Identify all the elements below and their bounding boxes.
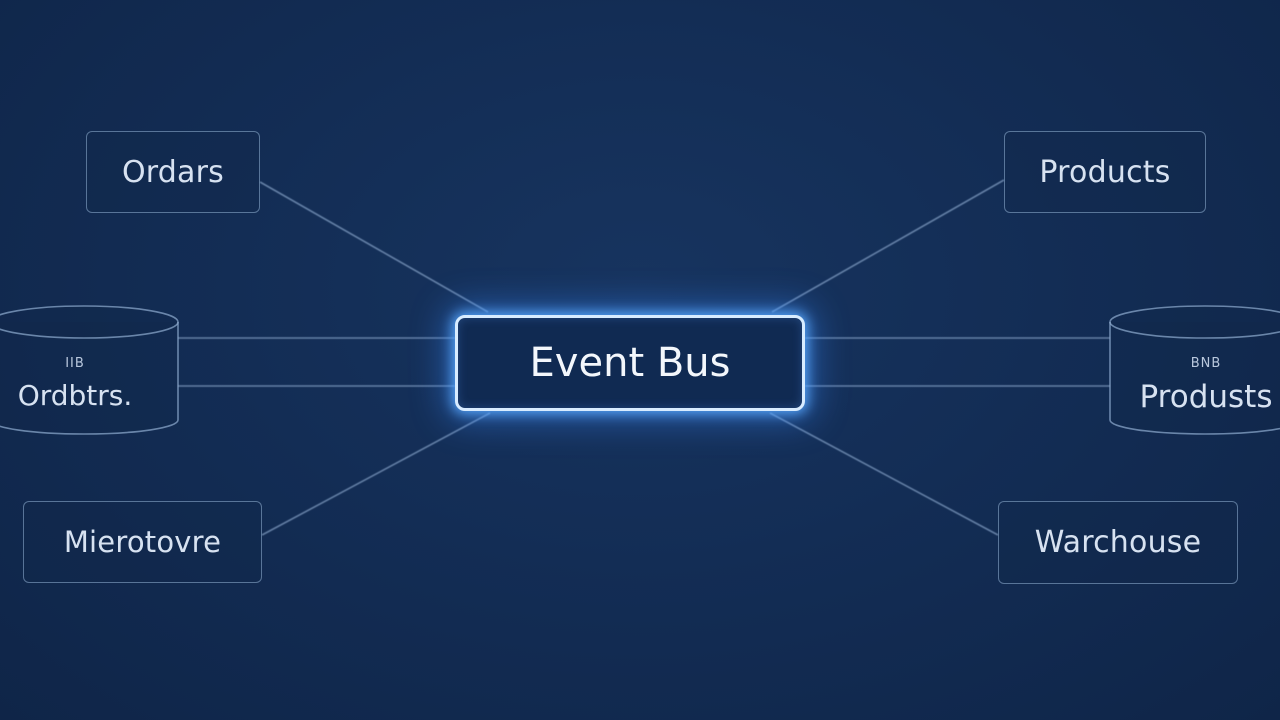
warehouse-service-box[interactable]: Warchouse — [998, 501, 1238, 584]
orders-service-label: Ordars — [121, 154, 224, 190]
database-left[interactable]: IIB Ordbtrs. — [0, 356, 150, 412]
database-left-label: Ordbtrs. — [17, 379, 133, 412]
orders-service-box[interactable]: Ordars — [86, 131, 260, 213]
database-right-small-label: BNB — [1190, 356, 1222, 371]
database-right[interactable]: BNB Produsts — [1132, 356, 1280, 415]
products-service-box[interactable]: Products — [1004, 131, 1206, 213]
microservice-box[interactable]: Mierotovre — [23, 501, 262, 583]
event-bus-label: Event Bus — [529, 340, 731, 386]
line-warehouse-hub — [769, 412, 999, 536]
warehouse-service-label: Warchouse — [1034, 525, 1202, 560]
line-products-hub — [771, 179, 1005, 313]
microservice-label: Mierotovre — [63, 525, 222, 559]
database-right-icon — [1109, 305, 1280, 435]
products-service-label: Products — [1039, 154, 1171, 190]
database-left-icon — [0, 305, 179, 435]
line-microservice-hub — [261, 412, 491, 536]
event-bus-hub[interactable]: Event Bus — [455, 315, 805, 411]
database-left-small-label: IIB — [65, 356, 85, 371]
line-orders-hub — [259, 181, 489, 313]
database-right-label: Produsts — [1139, 379, 1273, 415]
